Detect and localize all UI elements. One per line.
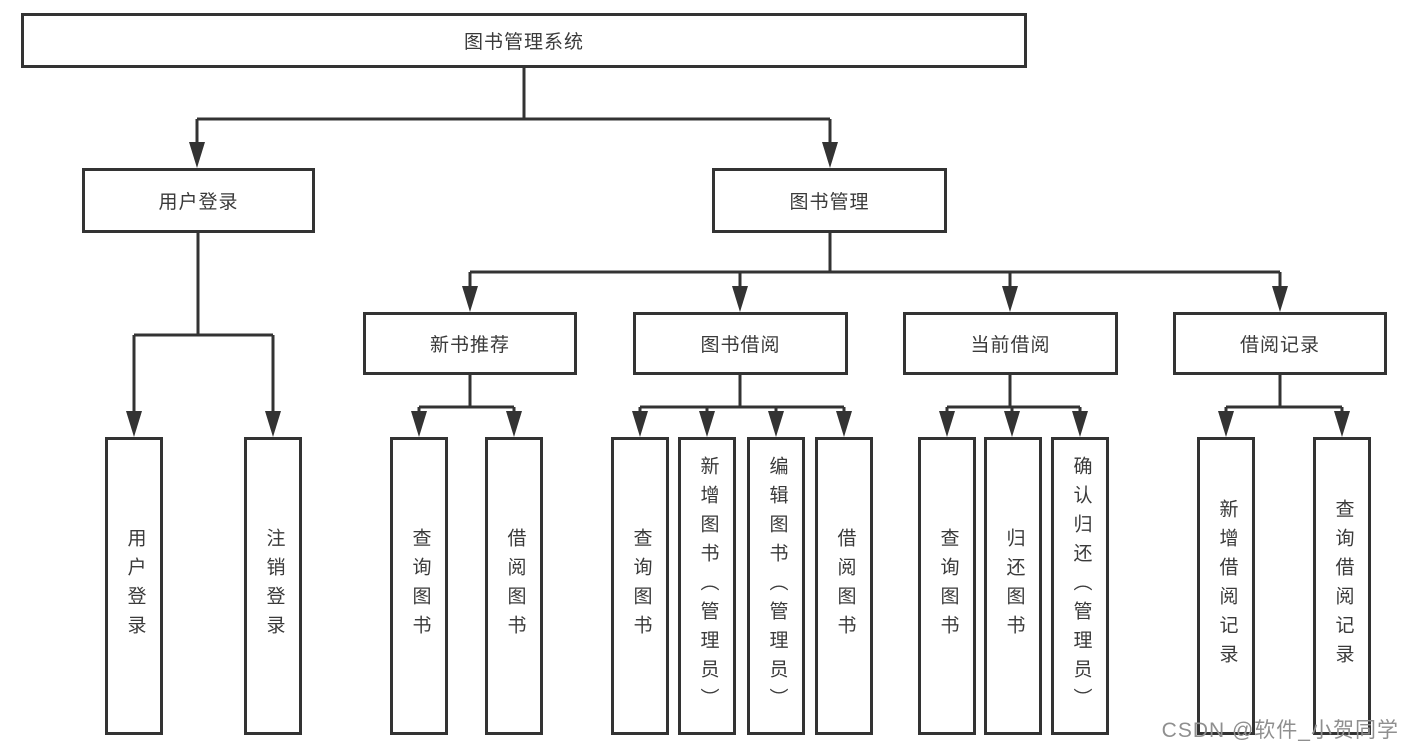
node-root-system: 图书管理系统 bbox=[21, 13, 1027, 68]
leaf-label: 确认归还（管理员） bbox=[1070, 455, 1092, 717]
node-book-management: 图书管理 bbox=[712, 168, 947, 233]
leaf-borrow-books: 借阅图书 bbox=[815, 437, 873, 735]
arrowhead-icons bbox=[126, 142, 1350, 437]
node-label: 图书管理 bbox=[789, 192, 870, 213]
leaf-user-login: 用户登录 bbox=[105, 437, 163, 735]
leaf-logout: 注销登录 bbox=[244, 437, 302, 735]
leaf-label: 新增图书（管理员） bbox=[697, 455, 719, 717]
leaf-add-borrow-record: 新增借阅记录 bbox=[1197, 437, 1255, 735]
leaf-query-books: 查询图书 bbox=[611, 437, 669, 735]
node-borrow-records: 借阅记录 bbox=[1173, 312, 1387, 375]
leaf-label: 查询图书 bbox=[630, 528, 652, 644]
leaf-label: 查询图书 bbox=[409, 528, 431, 644]
leaf-confirm-return-admin: 确认归还（管理员） bbox=[1051, 437, 1109, 735]
node-new-book-recommend: 新书推荐 bbox=[363, 312, 577, 375]
node-book-borrowing: 图书借阅 bbox=[633, 312, 848, 375]
node-label: 用户登录 bbox=[158, 192, 239, 213]
leaf-label: 注销登录 bbox=[263, 528, 285, 644]
leaf-add-books-admin: 新增图书（管理员） bbox=[678, 437, 736, 735]
leaf-borrow-books: 借阅图书 bbox=[485, 437, 543, 735]
leaf-label: 查询图书 bbox=[937, 528, 959, 644]
node-label: 新书推荐 bbox=[429, 335, 510, 356]
leaf-query-books: 查询图书 bbox=[390, 437, 448, 735]
node-label: 借阅记录 bbox=[1239, 335, 1320, 356]
node-label: 图书借阅 bbox=[700, 335, 781, 356]
leaf-query-borrow-record: 查询借阅记录 bbox=[1313, 437, 1371, 735]
node-user-login: 用户登录 bbox=[82, 168, 315, 233]
node-current-borrowing: 当前借阅 bbox=[903, 312, 1118, 375]
csdn-watermark: CSDN @软件_小贺同学 bbox=[1161, 719, 1399, 742]
node-label: 图书管理系统 bbox=[463, 32, 584, 53]
leaf-label: 查询借阅记录 bbox=[1332, 499, 1354, 673]
leaf-edit-books-admin: 编辑图书（管理员） bbox=[747, 437, 805, 735]
leaf-label: 用户登录 bbox=[124, 528, 146, 644]
leaf-label: 编辑图书（管理员） bbox=[766, 455, 788, 717]
node-label: 当前借阅 bbox=[970, 335, 1051, 356]
leaf-query-books: 查询图书 bbox=[918, 437, 976, 735]
leaf-label: 新增借阅记录 bbox=[1216, 499, 1238, 673]
leaf-label: 借阅图书 bbox=[834, 528, 856, 644]
leaf-label: 借阅图书 bbox=[504, 528, 526, 644]
leaf-return-books: 归还图书 bbox=[984, 437, 1042, 735]
leaf-label: 归还图书 bbox=[1003, 528, 1025, 644]
